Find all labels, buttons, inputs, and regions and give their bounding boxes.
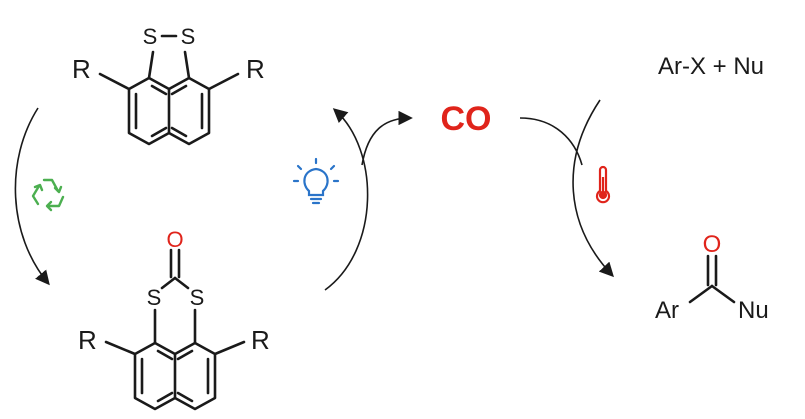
- sulfur-atom: S: [190, 285, 205, 310]
- naphthalene-dithiocarbonate: S S O R R: [78, 227, 270, 411]
- carbonylation-arrow: [572, 99, 614, 278]
- recycle-icon: [31, 178, 65, 212]
- nucleophile-label: Nu: [738, 297, 769, 324]
- sulfur-atom: S: [143, 24, 158, 49]
- r-group-right: R: [251, 325, 270, 355]
- r-group-right: R: [246, 54, 265, 84]
- lightbulb-icon: [292, 157, 340, 205]
- sulfur-atom: S: [181, 24, 196, 49]
- reagents-label: Ar-X + Nu: [658, 53, 764, 80]
- carbon-monoxide-label: CO: [441, 100, 492, 138]
- r-group-left: R: [72, 54, 91, 84]
- co-release-arrow: [361, 110, 413, 166]
- r-group-left: R: [78, 325, 97, 355]
- ketone-product: O Ar Nu: [655, 231, 769, 324]
- naphthalene-disulfide: S S R R: [72, 24, 265, 146]
- photorelease-arrow: [324, 108, 369, 291]
- sulfur-atom: S: [147, 285, 162, 310]
- product-oxygen: O: [703, 231, 722, 258]
- thermometer-icon: [595, 165, 611, 204]
- recycle-arrow: [14, 107, 50, 286]
- carbonyl-oxygen: O: [166, 227, 183, 252]
- aryl-label: Ar: [655, 297, 679, 324]
- co-uptake-arrow: [519, 117, 583, 166]
